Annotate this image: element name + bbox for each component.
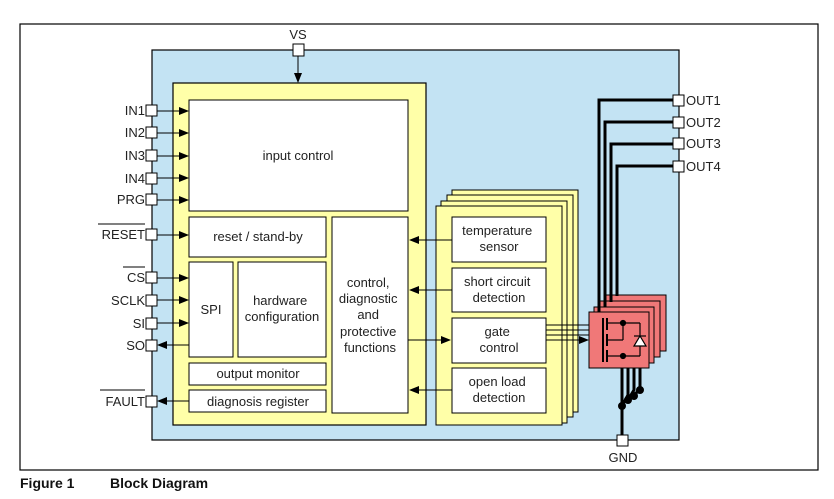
pin-in3	[145, 149, 158, 162]
pin-reset-label: RESET	[102, 227, 145, 242]
open-load-detection-label: open load detection	[469, 374, 530, 405]
figure-title: Block Diagram	[110, 475, 208, 491]
pin-fault-label: FAULT	[106, 394, 146, 409]
gate-control-line-2: control	[479, 340, 518, 355]
ground-lines	[618, 368, 644, 436]
reset-standby-label: reset / stand-by	[213, 229, 303, 244]
diagnosis-register-label: diagnosis register	[207, 394, 310, 409]
short-circuit-detection-block	[451, 267, 547, 313]
control-line-5: functions	[344, 340, 397, 355]
pin-sclk-label: SCLK	[111, 293, 145, 308]
gate-control-block	[451, 317, 547, 364]
temperature-sensor-block	[451, 216, 547, 263]
pin-gnd-label: GND	[609, 450, 638, 465]
pin-vs-label: VS	[289, 27, 307, 42]
pin-gnd	[616, 434, 629, 447]
pin-so-label: SO	[126, 338, 145, 353]
pin-in2-label: IN2	[125, 125, 145, 140]
control-line-2: diagnostic	[339, 291, 398, 306]
pin-out1-label: OUT1	[686, 93, 721, 108]
pin-out2	[672, 116, 685, 129]
pin-si	[145, 317, 158, 330]
hardware-configuration-line-2: configuration	[245, 309, 319, 324]
short-circuit-line-1: short circuit	[464, 274, 531, 289]
pin-out1	[672, 94, 685, 107]
pin-reset	[145, 228, 158, 241]
temperature-sensor-label: temperature sensor	[462, 223, 536, 254]
power-stage-stack	[588, 294, 667, 369]
pin-cs	[145, 271, 158, 284]
pin-prg-label: PRG	[117, 192, 145, 207]
output-lines	[597, 98, 674, 312]
hardware-configuration-label: hardware configuration	[245, 293, 319, 324]
pin-out3	[672, 137, 685, 150]
control-line-4: protective	[340, 324, 396, 339]
output-pins: OUT1 OUT2 OUT3 OUT4	[672, 93, 721, 174]
pin-in4-label: IN4	[125, 171, 145, 186]
input-control-label: input control	[263, 148, 334, 163]
figure-number: Figure 1	[20, 475, 75, 491]
pin-fault	[145, 395, 158, 408]
temperature-sensor-line-2: sensor	[479, 239, 519, 254]
control-line-3: and	[357, 307, 379, 322]
pin-cs-label: CS	[127, 270, 145, 285]
pin-si-label: SI	[133, 316, 145, 331]
open-load-line-1: open load	[469, 374, 526, 389]
pin-out4	[672, 160, 685, 173]
pin-in1-label: IN1	[125, 103, 145, 118]
control-line-1: control,	[347, 275, 390, 290]
mosfet-symbol	[602, 318, 648, 362]
spi-pins: CS SCLK SI SO	[111, 266, 189, 353]
input-control-block	[188, 99, 409, 212]
output-monitor-block	[188, 362, 327, 386]
pin-in4	[145, 172, 158, 185]
spi-label: SPI	[201, 302, 222, 317]
pin-vs	[292, 43, 305, 57]
control-label: control, diagnostic and protective funct…	[339, 275, 401, 355]
open-load-detection-block	[451, 367, 547, 414]
pin-in2	[145, 126, 158, 139]
pin-out4-label: OUT4	[686, 159, 721, 174]
temperature-sensor-line-1: temperature	[462, 223, 532, 238]
pin-in1	[145, 104, 158, 117]
pin-prg	[145, 193, 158, 206]
open-load-line-2: detection	[473, 390, 526, 405]
gate-control-label: gate control	[479, 324, 518, 355]
short-circuit-line-2: detection	[473, 290, 526, 305]
pin-so	[145, 339, 158, 352]
pin-sclk	[145, 294, 158, 307]
control-block	[331, 216, 409, 414]
pin-out3-label: OUT3	[686, 136, 721, 151]
gate-control-line-1: gate	[485, 324, 510, 339]
pin-in3-label: IN3	[125, 148, 145, 163]
reset-standby-block	[188, 216, 327, 258]
output-monitor-label: output monitor	[216, 366, 300, 381]
pin-out2-label: OUT2	[686, 115, 721, 130]
hardware-configuration-line-1: hardware	[253, 293, 307, 308]
hardware-configuration-block	[237, 261, 327, 358]
spi-block	[188, 261, 234, 358]
input-pins: IN1 IN2 IN3 IN4 PRG	[117, 103, 189, 207]
short-circuit-detection-label: short circuit detection	[464, 274, 534, 305]
